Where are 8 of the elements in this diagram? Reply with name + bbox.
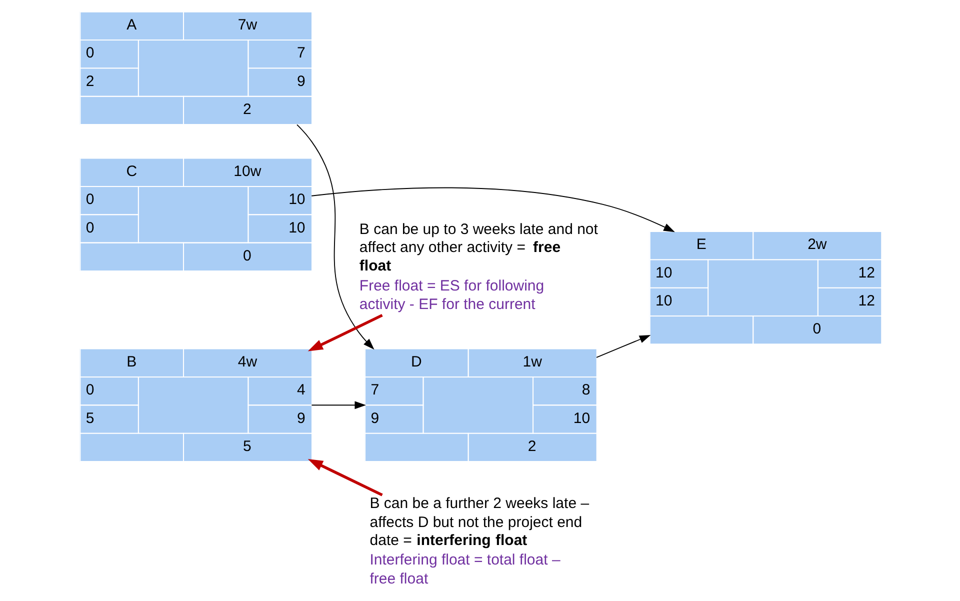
arrow: [307, 314, 382, 352]
arrow: [310, 187, 674, 232]
node-text: B can be up to 3 weeks late and not affect any other activity = free float Free float = ES for following activity - EF for the current: [358, 221, 598, 314]
arrow: [596, 334, 650, 358]
arrow: [307, 459, 382, 496]
arrow: [310, 401, 366, 410]
arrow: [296, 124, 374, 350]
node-text: B can be a further 2 weeks late – affects D but not the project end date = interfering float Interfering float = total float – free float: [369, 495, 589, 588]
